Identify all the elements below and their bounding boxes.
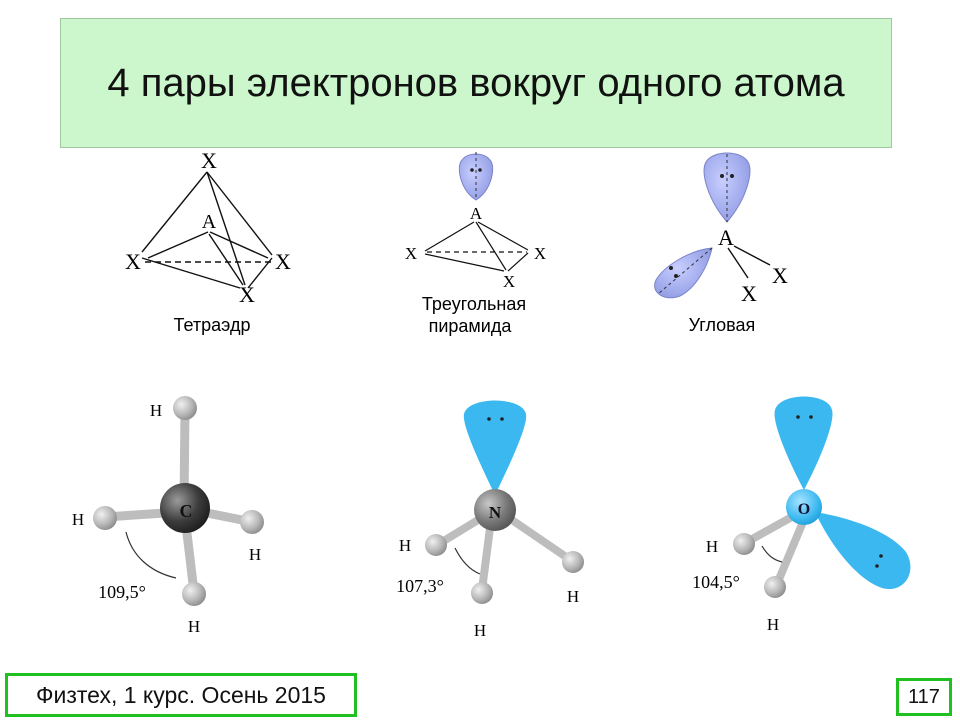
water-electron-dot — [796, 415, 800, 419]
angular-electron-dot — [669, 266, 673, 270]
water-lone-pair-right — [815, 512, 911, 590]
methane-h-label-right: H — [249, 545, 261, 564]
ammonia-hydrogen-right — [562, 551, 584, 573]
pyramid-diagram — [424, 221, 529, 272]
methane-h-label-top: H — [150, 401, 162, 420]
pyramid-electron-dot — [470, 168, 474, 172]
ammonia-hydrogen-left — [425, 534, 447, 556]
water-electron-dot — [809, 415, 813, 419]
tetra-ligand-bottom: X — [239, 282, 255, 307]
ammonia-h-label-left: H — [399, 536, 411, 555]
water-central-label: O — [798, 501, 810, 518]
angular-electron-dot — [730, 174, 734, 178]
angular-electron-dot — [674, 274, 678, 278]
water-angle-label: 104,5° — [692, 572, 740, 592]
ammonia-h-label-bottom: H — [474, 621, 486, 640]
ammonia-angle-arc — [454, 547, 481, 575]
angular-diagram — [727, 245, 771, 279]
water-h-label-bottom: H — [767, 615, 779, 634]
methane-carbon-atom — [160, 483, 210, 533]
water-model — [733, 396, 911, 598]
slide-title: 4 пары электронов вокруг одного атома — [107, 60, 845, 105]
methane-hydrogen-top — [173, 396, 197, 420]
footer-text: Физтех, 1 курс. Осень 2015 — [36, 681, 326, 708]
ammonia-nitrogen-atom — [474, 489, 516, 531]
footer-label-box: Физтех, 1 курс. Осень 2015 — [5, 673, 357, 717]
pyramid-lone-pair — [458, 152, 494, 201]
ammonia-electron-dot — [500, 417, 504, 421]
tetra-ligand-top: X — [201, 148, 217, 173]
angular-lone-pair-left — [654, 247, 713, 299]
tetra-caption: Тетраэдр — [174, 315, 251, 335]
ammonia-hydrogen-bottom — [471, 582, 493, 604]
water-h-label-left: H — [706, 537, 718, 556]
ammonia-angle-label: 107,3° — [396, 576, 444, 596]
water-lone-pair-top — [774, 396, 833, 490]
pyramid-caption-line1: Треугольная — [422, 294, 526, 314]
methane-angle-arc — [125, 531, 177, 579]
pyramid-ligand-right: X — [534, 244, 546, 263]
angular-ligand-bottom: X — [741, 281, 757, 306]
tetra-ligand-left: X — [125, 249, 141, 274]
title-banner: 4 пары электронов вокруг одного атома — [60, 18, 892, 148]
water-electron-dot — [875, 564, 879, 568]
tetra-ligand-right: X — [275, 249, 291, 274]
methane-hydrogen-left — [93, 506, 117, 530]
tetrahedron-diagram — [141, 171, 273, 289]
angular-electron-dot — [720, 174, 724, 178]
pyramid-ligand-left: X — [405, 244, 417, 263]
pyramid-ligand-bottom: X — [503, 272, 515, 291]
water-electron-dot — [879, 554, 883, 558]
pyramid-caption-line2: пирамида — [429, 316, 513, 336]
methane-h-label-bottom: H — [188, 617, 200, 636]
angular-lone-pair-top — [703, 152, 751, 223]
angular-caption: Угловая — [689, 315, 756, 335]
water-oxygen-atom — [786, 489, 822, 525]
methane-h-label-left: H — [72, 510, 84, 529]
water-angle-arc — [761, 545, 783, 563]
methane-hydrogen-bottom — [182, 582, 206, 606]
methane-model — [93, 396, 264, 606]
methane-central-label: C — [180, 501, 193, 521]
water-hydrogen-left — [733, 533, 755, 555]
ammonia-h-label-right: H — [567, 587, 579, 606]
ammonia-electron-dot — [487, 417, 491, 421]
methane-angle-label: 109,5° — [98, 582, 146, 602]
angular-central-atom: A — [718, 225, 734, 250]
pyramid-central-atom: A — [470, 204, 483, 223]
page-number: 117 — [908, 685, 940, 708]
pyramid-electron-dot — [478, 168, 482, 172]
tetra-central-atom: A — [202, 211, 217, 233]
ammonia-lone-pair — [463, 400, 527, 495]
angular-ligand-right: X — [772, 263, 788, 288]
ammonia-model — [425, 400, 584, 604]
ammonia-central-label: N — [489, 503, 502, 522]
page-number-box: 117 — [896, 678, 952, 716]
methane-hydrogen-right — [240, 510, 264, 534]
water-hydrogen-bottom — [764, 576, 786, 598]
